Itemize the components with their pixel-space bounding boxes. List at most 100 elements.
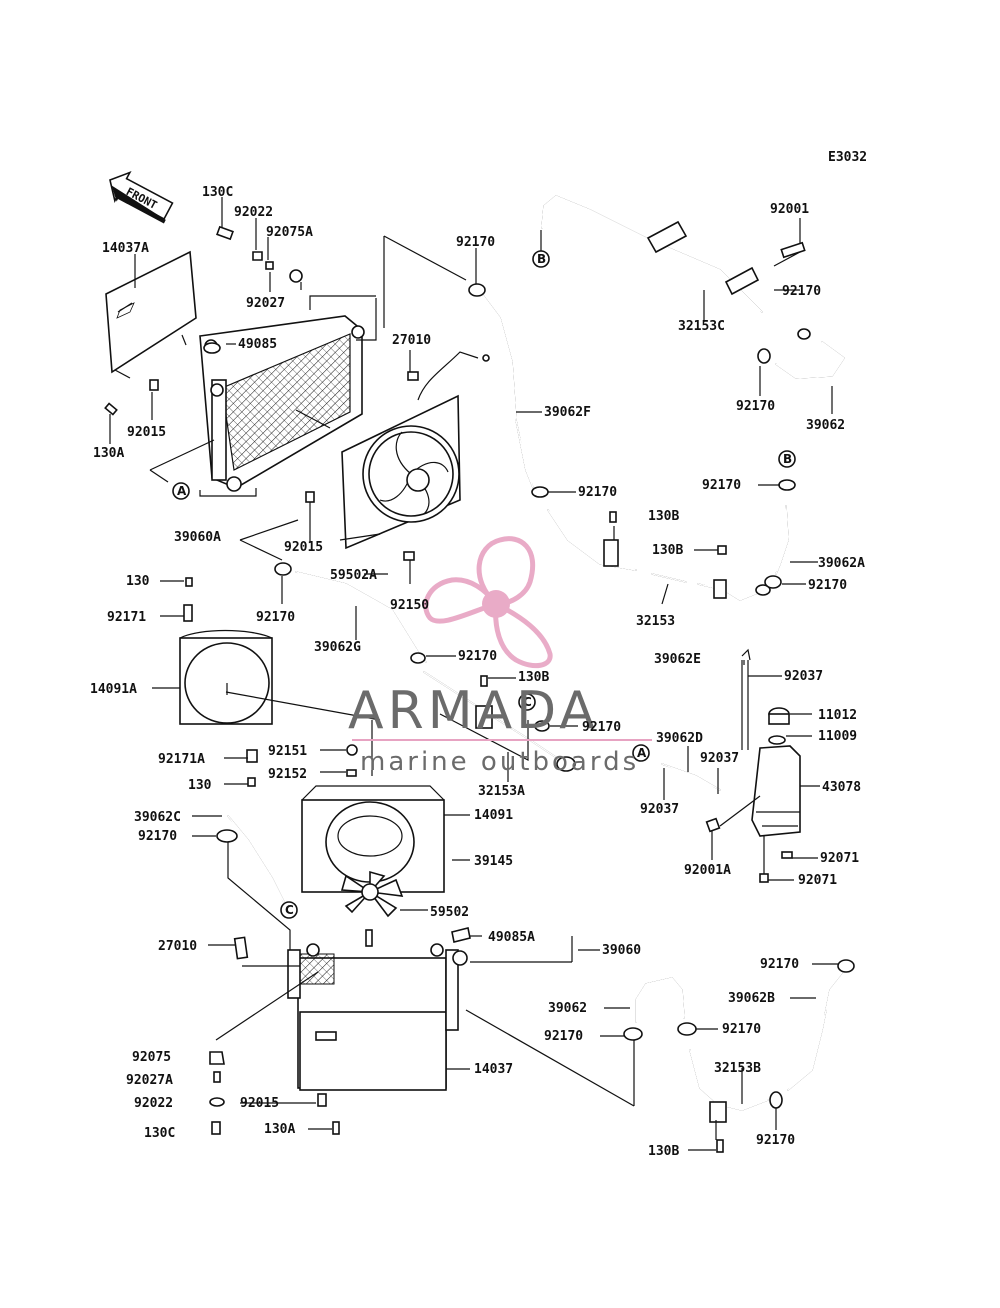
connector-b-right-label: B bbox=[783, 452, 792, 466]
leader-lines-mid-left bbox=[152, 580, 381, 785]
connector-c-left-label: C bbox=[285, 903, 294, 917]
part-label: 92170 bbox=[578, 485, 617, 500]
connector-b-upper-label: B bbox=[537, 252, 546, 266]
part-label: 92170 bbox=[256, 610, 295, 625]
armada-watermark: ARMADA marine outboards bbox=[348, 536, 652, 777]
part-label: 92037 bbox=[700, 751, 739, 766]
part-label: 92037 bbox=[640, 802, 679, 817]
part-label: 92015 bbox=[240, 1096, 279, 1111]
radiator-upper bbox=[199, 315, 365, 492]
part-label: 39060A bbox=[174, 530, 221, 545]
connector-a-right bbox=[632, 744, 650, 762]
part-label: 11009 bbox=[818, 729, 857, 744]
diagram-code: E3032 bbox=[828, 150, 867, 165]
connector-a-right-label: A bbox=[637, 746, 647, 760]
part-label: 59502 bbox=[430, 905, 469, 920]
part-label: 39062 bbox=[548, 1001, 587, 1016]
part-labels: 130C 92022 92075A 14037A 92027 49085 270… bbox=[90, 185, 865, 1159]
part-label: 92170 bbox=[722, 1022, 761, 1037]
part-label: 92170 bbox=[808, 578, 847, 593]
part-label: 130C bbox=[202, 185, 233, 200]
part-label: 130B bbox=[652, 543, 683, 558]
hardware-lower-left bbox=[209, 1051, 225, 1135]
part-label: 32153B bbox=[714, 1061, 761, 1076]
part-label: 39062A bbox=[818, 556, 865, 571]
part-label: 92071 bbox=[820, 851, 859, 866]
connector-c-left bbox=[280, 901, 298, 919]
watermark-subtitle: marine outboards bbox=[360, 747, 639, 777]
part-label: 92170 bbox=[582, 720, 621, 735]
part-label: 27010 bbox=[392, 333, 431, 348]
part-label: 130 bbox=[188, 778, 212, 793]
part-label: 92170 bbox=[760, 957, 799, 972]
propeller-logo-icon bbox=[423, 536, 553, 669]
radiator-lower bbox=[233, 927, 471, 1135]
part-label: 14091A bbox=[90, 682, 137, 697]
part-label: 49085 bbox=[238, 337, 277, 352]
part-label: 32153C bbox=[678, 319, 725, 334]
leader-lines-lower-left bbox=[208, 935, 635, 1130]
part-label: 92170 bbox=[702, 478, 741, 493]
part-label: 92022 bbox=[234, 205, 273, 220]
part-label: 39062C bbox=[134, 810, 181, 825]
part-label: 92170 bbox=[458, 649, 497, 664]
connector-a-upper-label: A bbox=[177, 484, 187, 498]
radiator-14091a bbox=[179, 577, 273, 787]
part-label: 39062F bbox=[544, 405, 591, 420]
part-label: 92027 bbox=[246, 296, 285, 311]
connector-a-upper bbox=[172, 482, 190, 500]
fan-assembly-upper bbox=[341, 351, 490, 550]
part-label: 39145 bbox=[474, 854, 513, 869]
part-label: 92001 bbox=[770, 202, 809, 217]
part-label: 92170 bbox=[736, 399, 775, 414]
part-label: 11012 bbox=[818, 708, 857, 723]
part-label: 130A bbox=[264, 1122, 295, 1137]
part-label: 130B bbox=[648, 1144, 679, 1159]
part-label: 92170 bbox=[544, 1029, 583, 1044]
part-label: 92170 bbox=[782, 284, 821, 299]
part-label: 130C bbox=[144, 1126, 175, 1141]
part-label: 59502A bbox=[330, 568, 377, 583]
fan-59502 bbox=[340, 870, 404, 947]
part-label: 92075 bbox=[132, 1050, 171, 1065]
part-label: 14037 bbox=[474, 1062, 513, 1077]
part-label: 92027A bbox=[126, 1073, 173, 1088]
part-label: 92071 bbox=[798, 873, 837, 888]
part-label: 32153A bbox=[478, 784, 525, 799]
part-label: 27010 bbox=[158, 939, 197, 954]
part-label: 92075A bbox=[266, 225, 313, 240]
part-label: 92151 bbox=[268, 744, 307, 759]
part-label: 130B bbox=[518, 670, 549, 685]
watermark-title: ARMADA bbox=[348, 681, 599, 741]
part-label: 92015 bbox=[127, 425, 166, 440]
part-label: 92150 bbox=[390, 598, 429, 613]
part-label: 32153 bbox=[636, 614, 675, 629]
part-label: 130B bbox=[648, 509, 679, 524]
part-label: 130 bbox=[126, 574, 150, 589]
part-label: 39060 bbox=[602, 943, 641, 958]
connector-b-right bbox=[778, 450, 796, 468]
part-label: 92037 bbox=[784, 669, 823, 684]
part-label: 92152 bbox=[268, 767, 307, 782]
part-label: 92171 bbox=[107, 610, 146, 625]
part-label: 92001A bbox=[684, 863, 731, 878]
leader-lines-center bbox=[400, 814, 600, 963]
part-label: 43078 bbox=[822, 780, 861, 795]
connector-c-center bbox=[518, 693, 536, 711]
part-label: 39062D bbox=[656, 731, 703, 746]
part-label: 49085A bbox=[488, 930, 535, 945]
part-label: 92170 bbox=[456, 235, 495, 250]
part-label: 39062E bbox=[654, 652, 701, 667]
part-label: 92170 bbox=[138, 829, 177, 844]
part-label: 92015 bbox=[284, 540, 323, 555]
part-label: 92171A bbox=[158, 752, 205, 767]
leader-lines-upper-left bbox=[109, 197, 467, 640]
part-label: 39062G bbox=[314, 640, 361, 655]
part-label: 92022 bbox=[134, 1096, 173, 1111]
reservoir-43078 bbox=[705, 707, 801, 883]
part-label: 39062 bbox=[806, 418, 845, 433]
part-label: 14037A bbox=[102, 241, 149, 256]
part-label: 130A bbox=[93, 446, 124, 461]
hardware-top-left bbox=[104, 225, 419, 576]
